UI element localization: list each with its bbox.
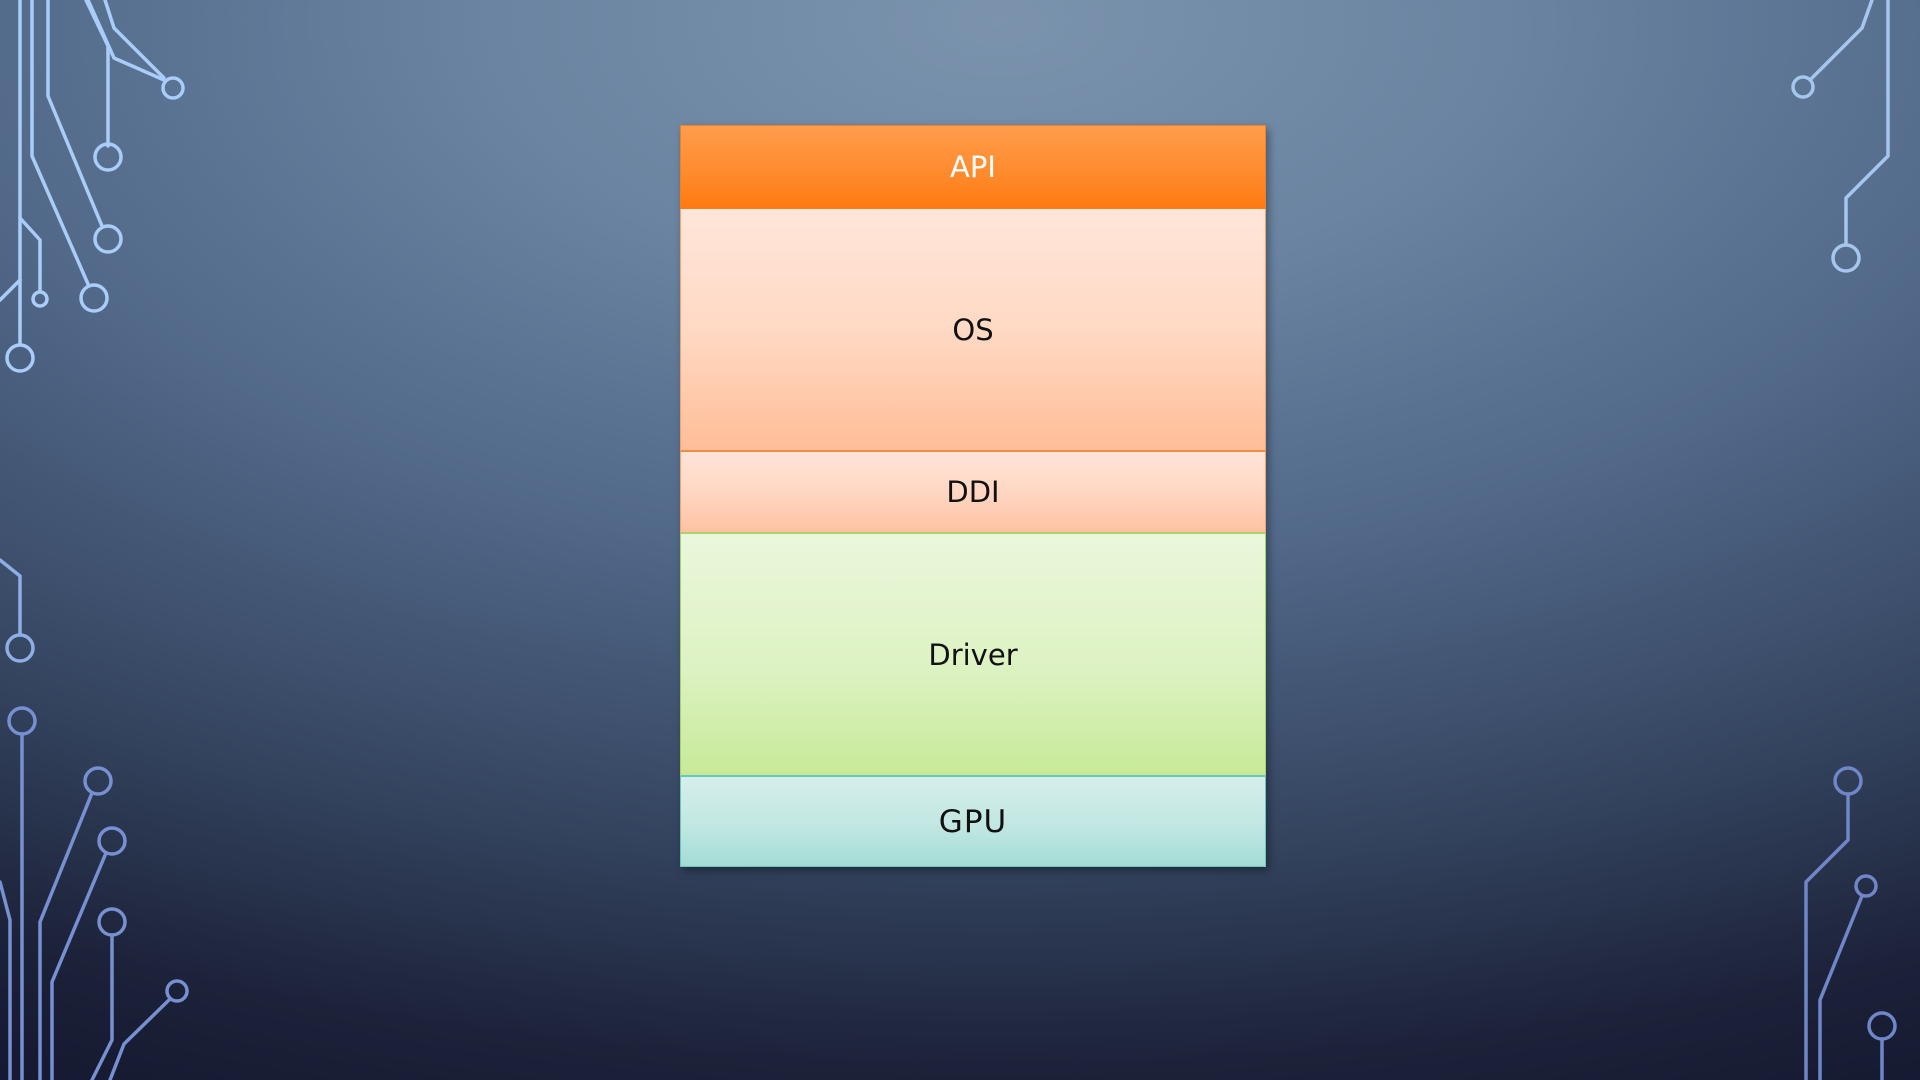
gpu-layer: GPU: [680, 777, 1266, 867]
circuit-mid-left: [0, 558, 35, 663]
layer-stack: API OS DDI Driver GPU: [680, 125, 1266, 867]
circuit-top-right: [1791, 0, 1890, 273]
os-layer: OS: [680, 209, 1266, 452]
os-label: OS: [952, 312, 994, 347]
circuit-bottom-right: [1804, 766, 1897, 1080]
driver-layer: Driver: [680, 534, 1266, 777]
ddi-label: DDI: [946, 475, 1000, 509]
api-layer: API: [680, 125, 1266, 209]
api-label: API: [950, 150, 996, 184]
gpu-label: GPU: [938, 803, 1008, 840]
driver-label: Driver: [928, 637, 1018, 672]
circuit-bottom-left: [0, 706, 189, 1080]
circuit-top-left: [0, 0, 185, 373]
ddi-layer: DDI: [680, 452, 1266, 534]
